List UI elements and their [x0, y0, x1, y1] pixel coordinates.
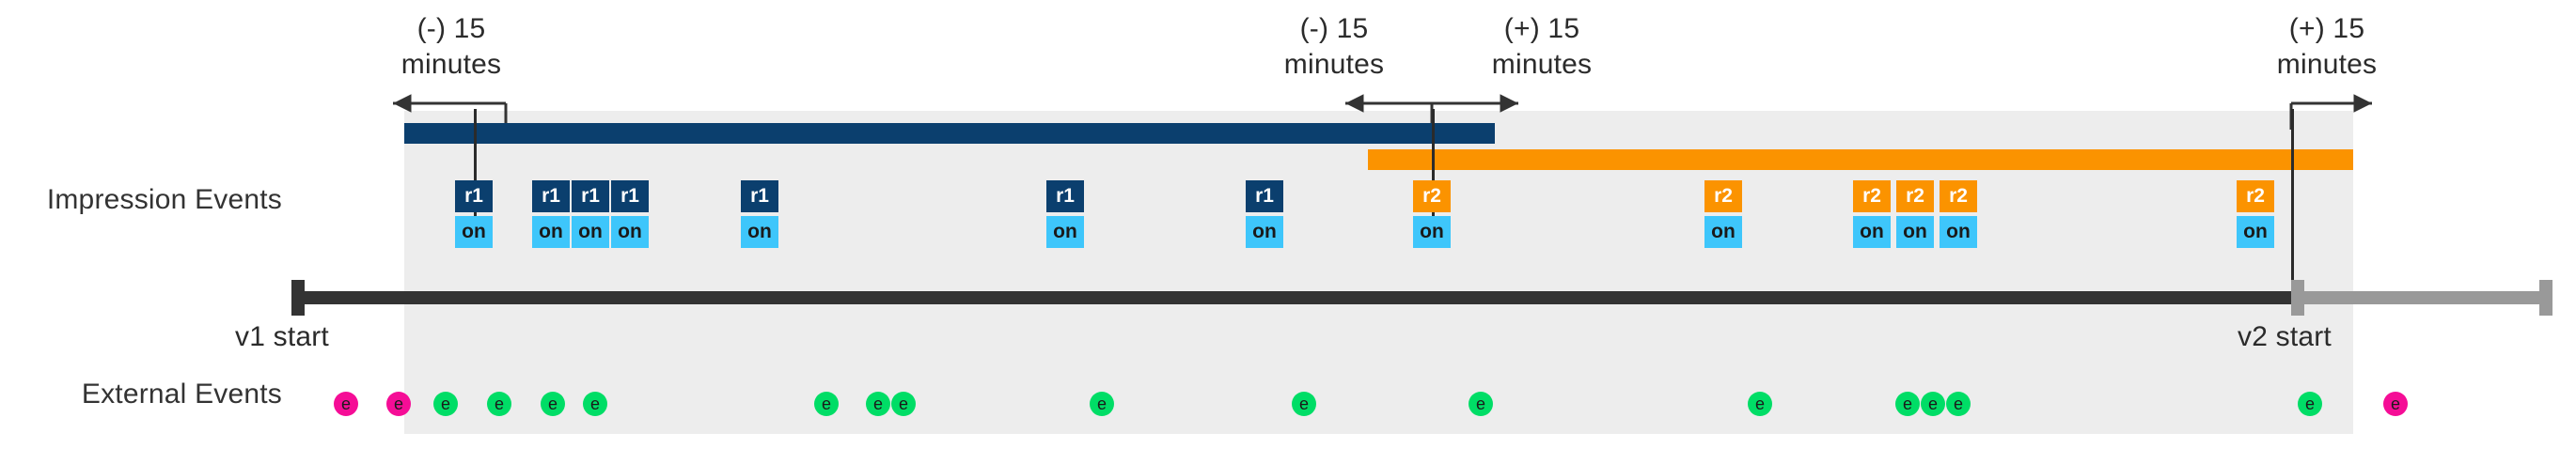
window-bar-r2 [1368, 149, 2353, 170]
axis-label-v2-start: v2 start [2238, 321, 2332, 352]
impression-chip-on[interactable]: on [1046, 216, 1084, 248]
impression-chip-r2[interactable]: r2 [1704, 180, 1742, 212]
axis-v2-cap [2291, 280, 2304, 316]
callout-line-2: minutes [1491, 49, 1593, 81]
callout-arrow-c4 [2205, 92, 2449, 130]
callout-line-1: (+) 15 [2288, 13, 2365, 44]
impression-chip-on[interactable]: on [1940, 216, 1977, 248]
external-event-dot-inside[interactable]: e [583, 392, 607, 416]
external-event-dot-outside[interactable]: e [2383, 392, 2408, 416]
impression-chip-r1[interactable]: r1 [1246, 180, 1283, 212]
impression-chip-on[interactable]: on [741, 216, 778, 248]
callout-line-1: (-) 15 [1299, 13, 1369, 44]
marker-line-v2-marker-mid [1432, 109, 1435, 240]
axis-label-v1-start: v1 start [235, 321, 329, 352]
axis-end-cap [2539, 280, 2552, 316]
callout-line-2: minutes [1283, 49, 1385, 81]
external-event-dot-inside[interactable]: e [1469, 392, 1493, 416]
marker-line-v2-start-marker [2291, 109, 2294, 291]
impression-chip-r1[interactable]: r1 [532, 180, 570, 212]
external-event-dot-inside[interactable]: e [487, 392, 511, 416]
external-event-dot-inside[interactable]: e [1921, 392, 1945, 416]
external-event-dot-inside[interactable]: e [433, 392, 458, 416]
impression-events-row-label: Impression Events [46, 184, 282, 215]
marker-line-v1-marker [474, 109, 477, 240]
external-event-dot-outside[interactable]: e [386, 392, 411, 416]
external-event-dot-outside[interactable]: e [334, 392, 358, 416]
external-events-row-label: External Events [81, 379, 282, 410]
axis-segment-inactive [2291, 291, 2552, 304]
external-event-dot-inside[interactable]: e [891, 392, 916, 416]
impression-chip-r1[interactable]: r1 [572, 180, 609, 212]
external-event-dot-inside[interactable]: e [2298, 392, 2322, 416]
impression-chip-r2[interactable]: r2 [1853, 180, 1891, 212]
impression-chip-on[interactable]: on [1704, 216, 1742, 248]
impression-chip-r2[interactable]: r2 [2237, 180, 2274, 212]
impression-chip-r2[interactable]: r2 [1940, 180, 1977, 212]
impression-chip-on[interactable]: on [611, 216, 649, 248]
impression-chip-on[interactable]: on [2237, 216, 2274, 248]
axis-segment-active [291, 291, 2291, 304]
impression-chip-r1[interactable]: r1 [611, 180, 649, 212]
callout-line-1: (-) 15 [416, 13, 486, 44]
impression-chip-on[interactable]: on [1413, 216, 1451, 248]
impression-chip-r1[interactable]: r1 [455, 180, 493, 212]
window-bar-r1 [404, 123, 1495, 144]
impression-chip-on[interactable]: on [1853, 216, 1891, 248]
external-event-dot-inside[interactable]: e [1292, 392, 1316, 416]
external-event-dot-inside[interactable]: e [541, 392, 565, 416]
impression-chip-on[interactable]: on [1246, 216, 1283, 248]
external-event-dot-inside[interactable]: e [1946, 392, 1971, 416]
callout-line-2: minutes [2276, 49, 2378, 81]
external-event-dot-inside[interactable]: e [866, 392, 890, 416]
external-event-dot-inside[interactable]: e [1090, 392, 1114, 416]
impression-chip-on[interactable]: on [455, 216, 493, 248]
impression-chip-on[interactable]: on [1896, 216, 1934, 248]
callout-text-c1: (-) 15 minutes [310, 11, 592, 84]
external-event-dot-inside[interactable]: e [814, 392, 839, 416]
impression-chip-r1[interactable]: r1 [1046, 180, 1084, 212]
impression-chip-r1[interactable]: r1 [741, 180, 778, 212]
callout-text-c4: (+) 15 minutes [2186, 11, 2468, 84]
impression-chip-on[interactable]: on [572, 216, 609, 248]
callout-text-c2: (-) 15 minutes [1193, 11, 1475, 84]
callout-text-c3: (+) 15 minutes [1401, 11, 1683, 84]
impression-chip-r2[interactable]: r2 [1413, 180, 1451, 212]
callout-line-1: (+) 15 [1503, 13, 1580, 44]
external-event-dot-inside[interactable]: e [1895, 392, 1920, 416]
external-event-dot-inside[interactable]: e [1748, 392, 1772, 416]
impression-chip-on[interactable]: on [532, 216, 570, 248]
axis-start-cap [291, 280, 305, 316]
callout-line-2: minutes [401, 49, 502, 81]
impression-chip-r2[interactable]: r2 [1896, 180, 1934, 212]
